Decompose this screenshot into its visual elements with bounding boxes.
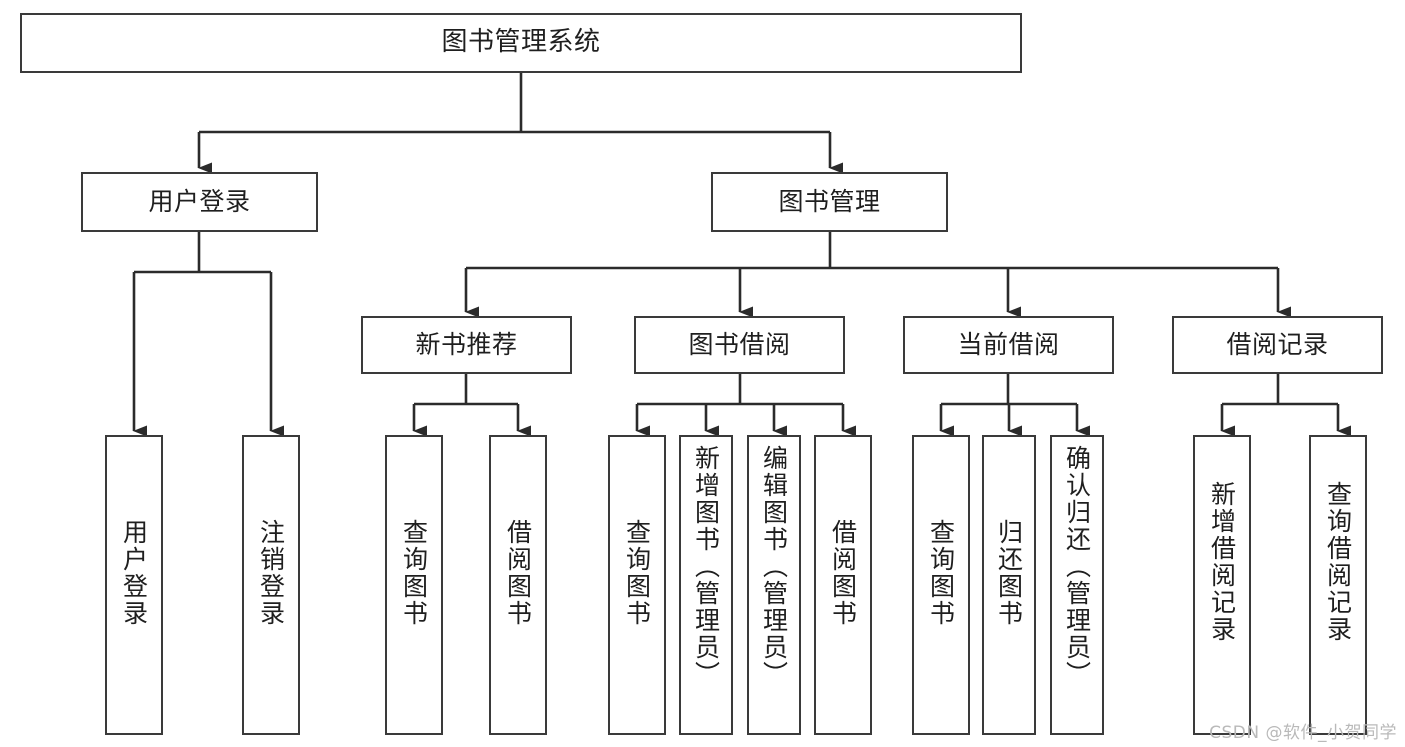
node-label: 借阅记录 xyxy=(1226,329,1329,359)
leaf-records-add-record[interactable]: 新增借阅记录 xyxy=(1193,435,1251,735)
node-label: 借阅图书 xyxy=(503,519,533,627)
node-book-borrow[interactable]: 图书借阅 xyxy=(634,316,845,374)
node-user-login[interactable]: 用户登录 xyxy=(81,172,318,232)
node-current-borrow[interactable]: 当前借阅 xyxy=(903,316,1114,374)
leaf-borrow-add-book-admin[interactable]: 新增图书（管理员） xyxy=(679,435,733,735)
node-label: 新增借阅记录 xyxy=(1207,481,1237,643)
leaf-records-query-record[interactable]: 查询借阅记录 xyxy=(1309,435,1367,735)
node-label: 查询图书 xyxy=(622,519,652,627)
node-label: 图书借阅 xyxy=(688,329,791,359)
leaf-user-login[interactable]: 用户登录 xyxy=(105,435,163,735)
node-label: 新书推荐 xyxy=(415,329,518,359)
node-root-system[interactable]: 图书管理系统 xyxy=(20,13,1022,73)
leaf-current-return-book[interactable]: 归还图书 xyxy=(982,435,1036,735)
leaf-user-logout[interactable]: 注销登录 xyxy=(242,435,300,735)
node-label: 注销登录 xyxy=(256,519,286,627)
node-label: 图书管理 xyxy=(778,186,881,216)
leaf-borrow-query-book[interactable]: 查询图书 xyxy=(608,435,666,735)
node-label: 图书管理系统 xyxy=(441,27,601,58)
leaf-borrow-edit-book-admin[interactable]: 编辑图书（管理员） xyxy=(747,435,801,735)
node-label: 查询借阅记录 xyxy=(1323,481,1353,643)
node-label: 用户登录 xyxy=(148,186,251,216)
node-label: 确认归还（管理员） xyxy=(1062,445,1092,688)
node-label: 编辑图书（管理员） xyxy=(759,445,789,688)
leaf-borrow-borrow-book[interactable]: 借阅图书 xyxy=(814,435,872,735)
node-book-management[interactable]: 图书管理 xyxy=(711,172,948,232)
leaf-current-confirm-return-admin[interactable]: 确认归还（管理员） xyxy=(1050,435,1104,735)
node-new-book-recommend[interactable]: 新书推荐 xyxy=(361,316,572,374)
node-label: 查询图书 xyxy=(926,519,956,627)
leaf-newbook-query-book[interactable]: 查询图书 xyxy=(385,435,443,735)
node-label: 当前借阅 xyxy=(957,329,1060,359)
csdn-watermark: CSDN @软件_小贺同学 xyxy=(1209,723,1397,743)
node-label: 用户登录 xyxy=(119,519,149,627)
node-label: 查询图书 xyxy=(399,519,429,627)
node-borrow-records[interactable]: 借阅记录 xyxy=(1172,316,1383,374)
node-label: 归还图书 xyxy=(994,519,1024,627)
leaf-current-query-book[interactable]: 查询图书 xyxy=(912,435,970,735)
leaf-newbook-borrow-book[interactable]: 借阅图书 xyxy=(489,435,547,735)
node-label: 新增图书（管理员） xyxy=(691,445,721,688)
node-label: 借阅图书 xyxy=(828,519,858,627)
